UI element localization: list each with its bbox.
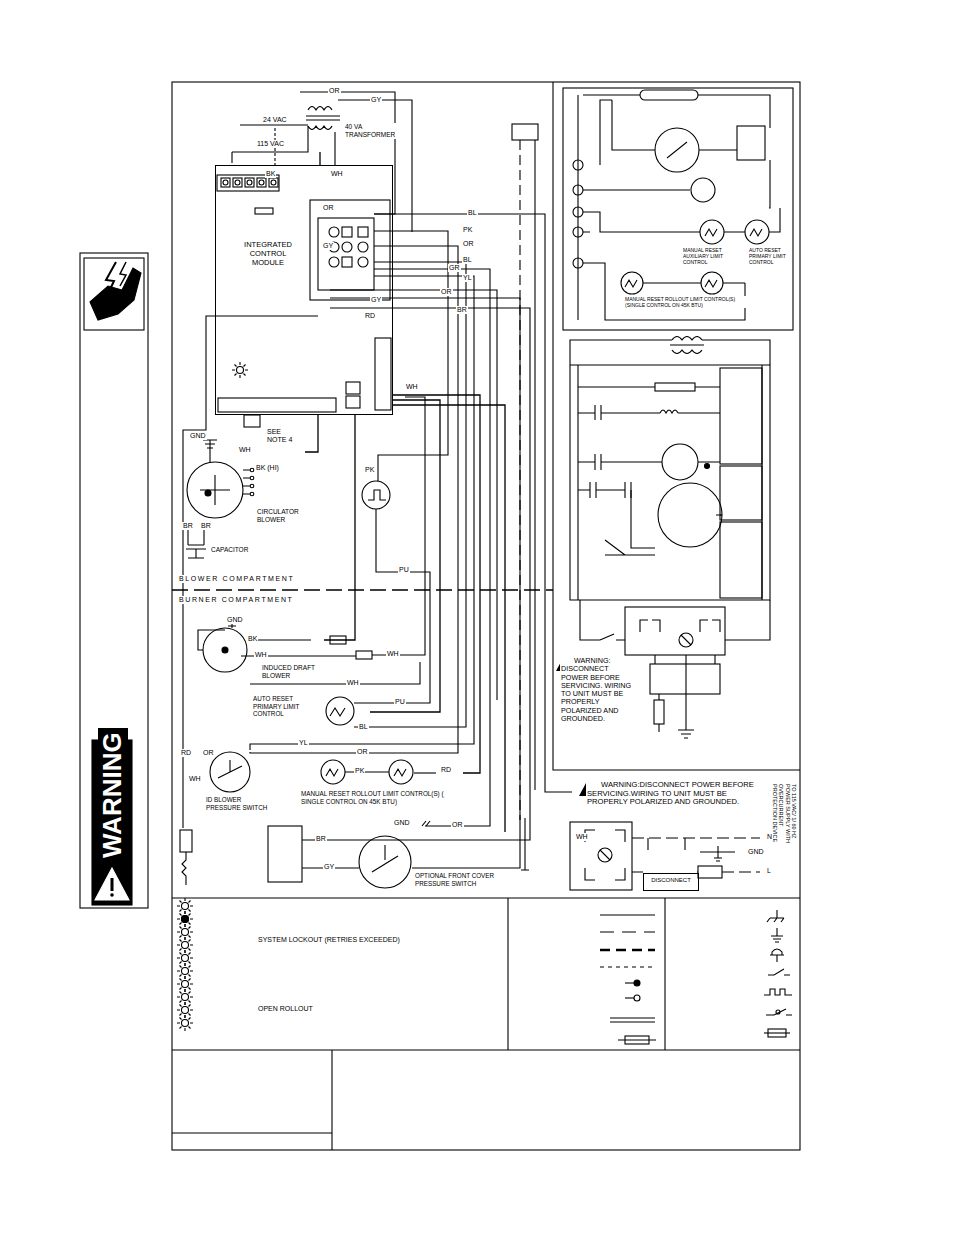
wire-label: 24 VAC	[262, 116, 288, 124]
circulator-blower-label: CIRCULATOR BLOWER	[256, 508, 302, 524]
wire-label: OR	[322, 204, 335, 212]
wire-label: RD	[364, 312, 376, 320]
wire-label: BK	[247, 635, 258, 643]
induced-draft-blower-label: INDUCED DRAFT BLOWER	[261, 664, 321, 680]
wire-label: OR	[202, 749, 215, 757]
wire-label: N	[766, 833, 773, 841]
auxiliary-limit-control: MANUAL RESET AUXILIARY LIMIT CONTROL	[682, 217, 743, 268]
wire-label: WH	[254, 651, 268, 659]
wire-label: YL	[462, 274, 473, 282]
wire-label: WH	[238, 446, 252, 454]
wire-connector	[324, 415, 355, 640]
wire-label: WH	[346, 679, 360, 687]
wire-label: WH	[386, 650, 400, 658]
wire-label: BR	[456, 306, 468, 314]
wire-label: SEE NOTE 4	[266, 428, 300, 444]
wire-connector	[370, 400, 440, 712]
wire-label: BK (HI)	[255, 464, 280, 472]
wire-label: GY	[370, 96, 382, 104]
disconnect-switch: DISCONNECT	[643, 873, 699, 891]
primary-limit-control-label: AUTO RESET PRIMARY LIMIT CONTROL	[748, 247, 790, 265]
wire-label: GND	[226, 616, 244, 624]
wire-label: OR	[356, 748, 369, 756]
rotated-note: WARNING	[98, 728, 128, 862]
legend-text: SYSTEM LOCKOUT (RETRIES EXCEEDED)	[257, 936, 401, 944]
wire-label: BR	[200, 522, 212, 530]
wire-connector	[393, 395, 480, 773]
auxiliary-limit-control-label: MANUAL RESET AUXILIARY LIMIT CONTROL	[682, 247, 740, 265]
wire-label: PK	[354, 767, 365, 775]
control-module: INTEGRATED CONTROL MODULE	[215, 165, 393, 415]
rollout-limit-control: MANUAL RESET ROLLOUT LIMIT CONTROL(S) ( …	[298, 758, 463, 814]
wire-connector	[393, 405, 505, 832]
note-text: WARNING:DISCONNECT POWER BEFORE SERVICIN…	[586, 781, 760, 807]
wire-label: GR	[448, 264, 461, 272]
primary-limit-control: AUTO RESET PRIMARY LIMIT CONTROL	[742, 217, 793, 273]
primary-limit-control: AUTO RESET PRIMARY LIMIT CONTROL	[252, 694, 370, 730]
wire-label: GND	[393, 819, 411, 827]
wire-label: YL	[298, 739, 309, 747]
wire-label: GND	[747, 848, 765, 856]
front-cover-pressure-switch: OPTIONAL FRONT COVER PRESSURE SWITCH	[352, 832, 515, 894]
wire-label: BL	[462, 256, 473, 264]
pressure-switch: ID BLOWER PRESSURE SWITCH	[195, 748, 281, 824]
note-text: WARNING: DISCONNECT POWER BEFORE SERVICI…	[560, 657, 636, 723]
wire-label: BL	[358, 723, 369, 731]
transformer-label: 40 VA TRANSFORMER	[344, 123, 396, 139]
wire-label: OR	[328, 87, 341, 95]
primary-limit-control-label: AUTO RESET PRIMARY LIMIT CONTROL	[252, 695, 312, 718]
wire-label: L	[766, 867, 772, 875]
wire-label: BR	[315, 835, 327, 843]
wire-label: PK	[364, 466, 375, 474]
wire-label: BL	[467, 209, 478, 217]
wire-label: PU	[394, 698, 406, 706]
wire-connector	[319, 152, 320, 165]
wire-label: RD	[180, 749, 192, 757]
wire-label: WH	[188, 775, 202, 783]
wire-label: OR	[462, 240, 475, 248]
transformer: 40 VA TRANSFORMER	[300, 97, 410, 152]
wire-connector	[305, 415, 318, 452]
front-cover-pressure-switch-label: OPTIONAL FRONT COVER PRESSURE SWITCH	[414, 872, 512, 887]
wire-label: OR	[451, 821, 464, 829]
capacitor: CAPACITOR	[180, 533, 270, 561]
wire-label: BR	[182, 522, 194, 530]
wire-label: OR	[440, 288, 453, 296]
wire-label: GY	[370, 296, 382, 304]
capacitor-label: CAPACITOR	[210, 546, 267, 554]
control-module-label: INTEGRATED CONTROL MODULE	[238, 240, 298, 267]
wire-label: WH	[405, 383, 419, 391]
wire-label: RD	[440, 766, 452, 774]
disconnect-switch-label: DISCONNECT	[646, 877, 696, 884]
rollout-limit-control: MANUAL RESET ROLLOUT LIMIT CONTROL(S) (S…	[600, 270, 750, 322]
rotated-note: TO 115 VAC/ 1/ 60 HZ POWER SUPPLY WITH O…	[772, 783, 797, 847]
wire-label: PK	[462, 226, 473, 234]
wire-label: GND	[189, 432, 207, 440]
wire-label: GY	[323, 863, 335, 871]
wire-label: WH	[330, 170, 344, 178]
wire-label: 115 VAC	[256, 140, 285, 148]
rollout-limit-control-label: MANUAL RESET ROLLOUT LIMIT CONTROL(S) (S…	[624, 296, 746, 308]
rollout-limit-control-label: MANUAL RESET ROLLOUT LIMIT CONTROL(S) ( …	[300, 790, 460, 805]
induced-draft-blower: INDUCED DRAFT BLOWER	[195, 614, 324, 684]
wire-label: GY	[322, 242, 334, 250]
pressure-switch-label: ID BLOWER PRESSURE SWITCH	[205, 796, 269, 811]
wire-label: BK	[265, 170, 276, 178]
note-text: BURNER COMPARTMENT	[178, 596, 295, 604]
wire-label: WH	[575, 833, 589, 841]
note-text: BLOWER COMPARTMENT	[178, 575, 295, 583]
legend-text: OPEN ROLLOUT	[257, 1005, 314, 1013]
wire-label: PU	[398, 566, 410, 574]
